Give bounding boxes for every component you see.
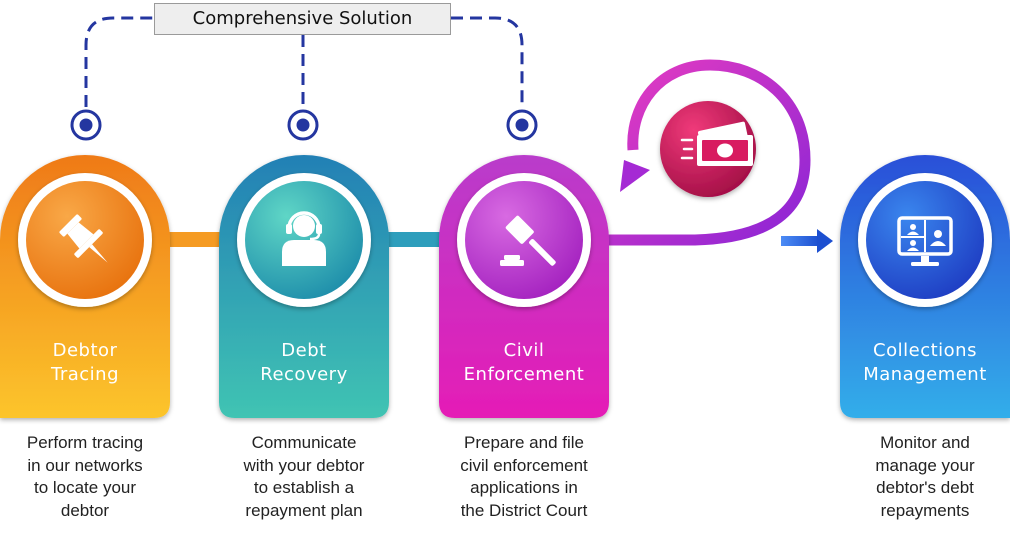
step-title-debtor-tracing: Debtor Tracing [0,339,170,387]
step-title-line1: Collections [873,340,977,361]
step-title-line2: Tracing [50,364,119,385]
step-title-line1: Civil [503,340,545,361]
gavel-icon [500,215,556,266]
step-title-line2: Enforcement [463,364,585,385]
description-line: manage your [875,455,975,475]
bracket-node-3 [506,109,538,141]
step-description-debt-recovery: Communicate with your debtor to establis… [209,432,399,522]
description-line: Prepare and file [463,433,585,452]
connector-2-3 [384,232,444,247]
description-line: Communicate [251,433,357,452]
description-line: with your debtor [243,455,365,475]
step-title-civil-enforcement: Civil Enforcement [439,339,609,387]
forward-arrow-icon [781,229,833,253]
step-description-civil-enforcement: Prepare and file civil enforcement appli… [429,432,619,522]
description-line: to locate your [33,478,137,497]
cash-icon [660,101,756,197]
step-title-line1: Debtor [52,340,118,361]
pushpin-icon [59,214,108,263]
description-line: repayments [880,500,970,520]
description-line: applications in [470,478,578,497]
description-line: to establish a [253,478,355,497]
step-title-line1: Debt [281,340,327,361]
description-line: the District Court [460,500,588,520]
step-description-collections-management: Monitor and manage your debtor's debt re… [830,432,1010,522]
connector-loop [605,59,811,246]
description-line: debtor [60,500,110,520]
description-line: in our networks [27,455,143,475]
connector-1-2 [165,232,225,247]
bracket-line [84,16,524,107]
step-title-line2: Management [863,364,987,385]
bracket-node-1 [70,109,102,141]
comprehensive-solution-banner: Comprehensive Solution [154,3,451,35]
description-line: Monitor and [880,433,970,452]
description-line: civil enforcement [460,455,588,475]
step-title-collections-management: Collections Management [840,339,1010,387]
description-line: Perform tracing [26,433,144,452]
description-line: repayment plan [245,500,363,520]
step-title-line2: Recovery [260,364,348,385]
monitor-users-icon [897,216,953,266]
step-description-debtor-tracing: Perform tracing in our networks to locat… [0,432,180,522]
headset-agent-icon [282,211,326,266]
description-line: debtor's debt [876,478,974,497]
step-title-debt-recovery: Debt Recovery [219,339,389,387]
bracket-node-2 [287,109,319,141]
loop-arrowhead [620,160,650,192]
